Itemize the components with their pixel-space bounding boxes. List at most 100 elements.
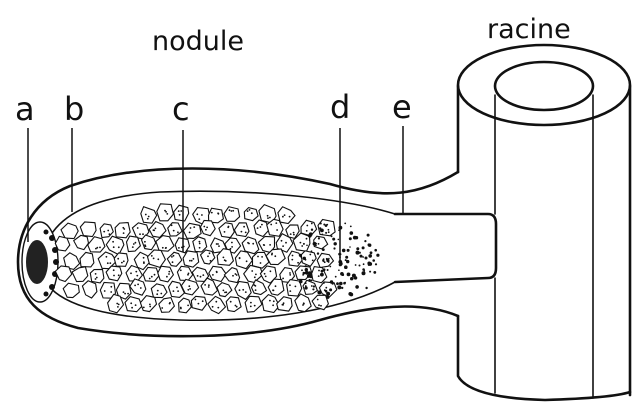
nodule-cell [312,295,328,309]
nodule-cell [174,205,189,221]
nodule-cell [183,223,201,238]
bacteroid-dot [137,284,139,286]
bacteroid-dot [133,243,135,245]
bacteroid-dot [202,300,204,302]
bacteroid-dot [121,262,123,264]
senescent-speckle [336,282,339,285]
senescent-speckle [303,272,306,275]
bacteroid-dot [246,260,248,262]
bacteroid-dot [131,307,133,309]
bacteroid-dot [143,262,145,264]
bacteroid-dot [291,259,293,261]
senescent-speckle [308,279,310,281]
nodule-cell [55,266,71,282]
bacteroid-dot [306,230,308,232]
bacteroid-dot [264,273,266,275]
bacteroid-dot [197,275,199,277]
bacteroid-dot [153,258,155,260]
bacteroid-dot [282,278,284,280]
bacteroid-dot [216,271,218,273]
bacteroid-dot [123,260,125,262]
bacteroid-dot [255,289,257,291]
senescent-speckle [352,274,356,278]
bacteroid-dot [218,245,220,247]
bacteroid-dot [261,256,263,258]
senescent-speckle [303,243,305,245]
nodule-cell [179,298,192,313]
bacteroid-dot [311,285,313,287]
bacteroid-dot [198,303,200,305]
bacteroid-dot [191,260,193,262]
bacteroid-dot [139,233,141,235]
nodule-cell [244,208,258,221]
bacteroid-dot [189,288,191,290]
senescent-speckle [308,272,311,275]
bacteroid-dot [325,287,327,289]
senescent-speckle [310,279,312,281]
bacteroid-dot [293,232,295,234]
bacteroid-dot [275,222,277,224]
bacteroid-dot [245,232,247,234]
bacteroid-dot [301,269,303,271]
bacteroid-dot [273,300,275,302]
senescent-speckle [355,236,358,239]
bacteroid-dot [250,306,252,308]
senescent-speckle [369,271,371,273]
bacteroid-dot [156,293,158,295]
bacteroid-dot [292,255,294,257]
bacteroid-dot [275,285,277,287]
senescent-speckle [329,288,332,291]
bacteroid-dot [215,301,217,303]
bacteroid-dot [217,243,219,245]
senescent-speckle [317,290,321,294]
nodule-cell [301,220,317,236]
bacteroid-dot [134,285,136,287]
senescent-speckle [303,257,306,260]
senescent-speckle [364,270,366,272]
senescent-speckle [305,286,308,289]
label-b: b [64,90,84,128]
senescent-speckle [325,290,328,293]
nodule-cell [177,266,192,280]
bacteroid-dot [289,284,291,286]
nodule-cell [159,298,175,313]
senescent-speckle [368,244,371,247]
senescent-speckle [325,232,327,234]
bacteroid-dot [107,230,109,232]
bacteroid-dot [225,260,227,262]
bacteroid-dot [230,301,232,303]
bacteroid-dot [195,299,197,301]
bacteroid-dot [109,233,111,235]
bacteroid-dot [112,241,114,243]
bacteroid-dot [193,258,195,260]
senescent-speckle [332,282,334,284]
senescent-speckle [341,287,343,289]
senescent-speckle [363,263,365,265]
bacteroid-dot [250,302,252,304]
bacteroid-dot [157,258,159,260]
nodule-cell [277,297,292,311]
nodule-cell [80,252,94,267]
bacteroid-dot [140,287,142,289]
senescent-speckle [344,265,348,269]
bacteroid-dot [171,256,173,258]
bacteroid-dot [223,290,225,292]
senescent-speckle [374,249,377,252]
senescent-speckle [309,232,313,236]
bacteroid-dot [160,293,162,295]
bacteroid-dot [189,260,191,262]
bacteroid-dot [198,218,200,220]
senescent-speckle [322,248,325,251]
bacteroid-dot [272,289,274,291]
bacteroid-dot [285,242,287,244]
bacteroid-dot [254,305,256,307]
bacteroid-dot [225,291,227,293]
senescent-speckle [305,268,308,271]
senescent-speckle [325,224,328,227]
bacteroid-dot [241,231,243,233]
bacteroid-dot [168,271,170,273]
senescent-speckle [318,237,320,239]
bacteroid-dot [117,258,119,260]
bacteroid-dot [149,306,151,308]
